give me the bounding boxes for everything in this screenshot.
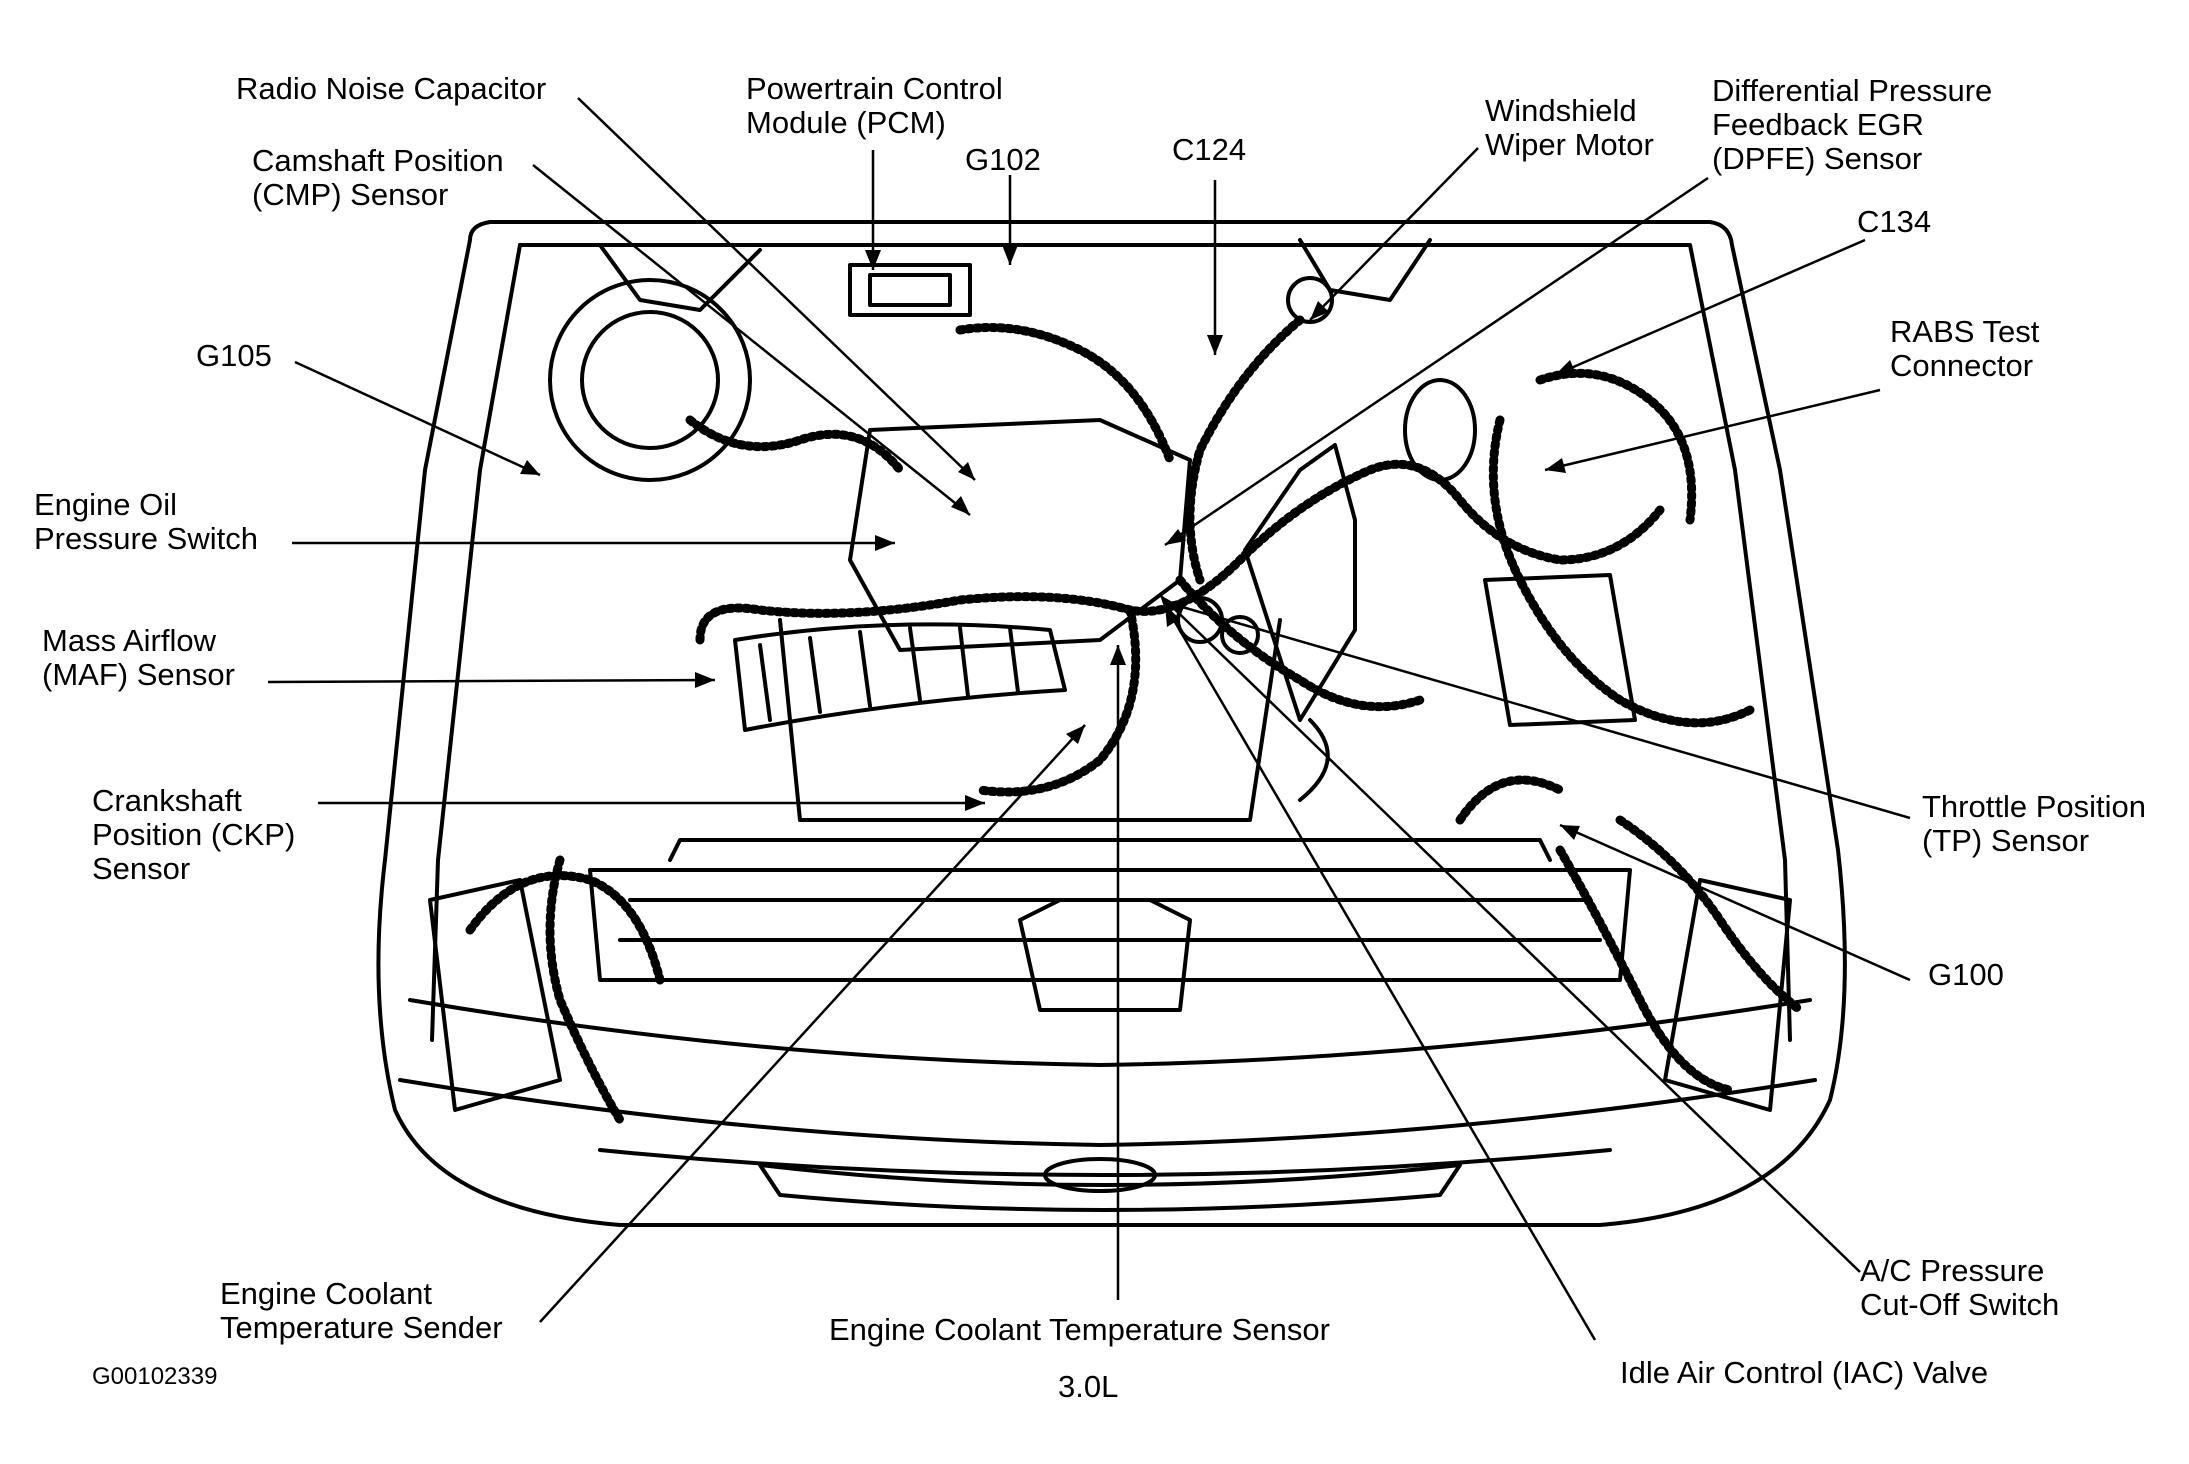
label-g100: G100: [1928, 957, 2004, 992]
wiring-harness: [465, 315, 1805, 1125]
label-c124: C124: [1172, 132, 1247, 167]
leader-ac-pressure: [1159, 594, 1861, 1273]
vehicle-outline: [376, 220, 1847, 1227]
label-ect-sender: Engine Coolant Temperature Sender: [220, 1276, 503, 1345]
leader-radio-noise-capacitor: [577, 97, 976, 481]
engine-size-label: 3.0L: [1058, 1369, 1119, 1404]
leader-g105: [294, 360, 541, 477]
leader-wiper-motor: [1309, 147, 1479, 321]
leader-g100: [1559, 823, 1911, 982]
label-wiper-motor: Windshield Wiper Motor: [1485, 93, 1654, 162]
label-c134: C134: [1857, 204, 1932, 239]
label-iac: Idle Air Control (IAC) Valve: [1620, 1355, 1989, 1390]
label-ect-sensor: Engine Coolant Temperature Sensor: [829, 1312, 1330, 1347]
label-ac-pressure: A/C Pressure Cut-Off Switch: [1860, 1253, 2060, 1322]
label-g105: G105: [196, 338, 272, 373]
label-pcm: Powertrain Control Module (PCM): [746, 71, 1003, 140]
leader-c134: [1554, 238, 1866, 377]
leader-dpfe: [1164, 176, 1709, 547]
label-dpfe: Differential Pressure Feedback EGR (DPFE…: [1712, 73, 1993, 176]
leader-rabs: [1544, 388, 1881, 472]
leader-cmp: [532, 164, 971, 516]
leader-arrowheads: [520, 245, 1580, 840]
leader-iac: [1163, 604, 1597, 1341]
leader-maf: [267, 678, 716, 684]
leader-ect-sender: [539, 724, 1086, 1323]
leader-tp: [1164, 600, 1911, 820]
label-maf: Mass Airflow (MAF) Sensor: [42, 623, 235, 692]
label-rabs: RABS Test Connector: [1890, 314, 2040, 383]
label-oil-pressure: Engine Oil Pressure Switch: [34, 487, 258, 556]
label-radio-noise-capacitor: Radio Noise Capacitor: [236, 71, 547, 106]
label-tp: Throttle Position (TP) Sensor: [1922, 789, 2146, 858]
figure-id: G00102339: [92, 1363, 218, 1390]
label-g102: G102: [965, 142, 1041, 177]
label-ckp: Crankshaft Position (CKP) Sensor: [92, 783, 296, 886]
label-cmp: Camshaft Position (CMP) Sensor: [252, 143, 504, 212]
